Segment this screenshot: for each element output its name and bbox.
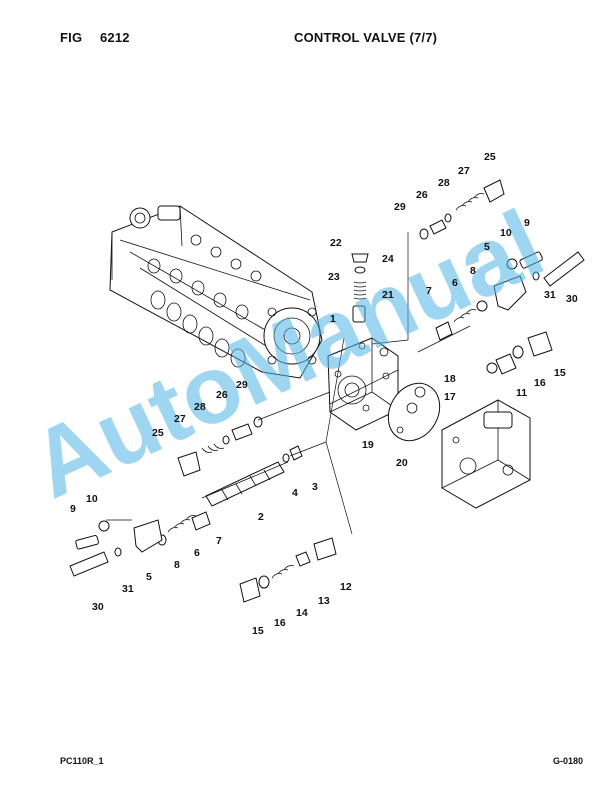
callout: 16 xyxy=(534,377,546,389)
callout: 30 xyxy=(566,293,578,305)
callout: 31 xyxy=(544,289,556,301)
callout: 29 xyxy=(236,379,248,391)
callout: 31 xyxy=(122,583,134,595)
callout: 18 xyxy=(444,373,456,385)
callout: 7 xyxy=(216,535,222,547)
callout: 19 xyxy=(362,439,374,451)
callout: 23 xyxy=(328,271,340,283)
callout: 21 xyxy=(382,289,394,301)
callout: 25 xyxy=(484,151,496,163)
callout: 15 xyxy=(554,367,566,379)
plug-parts-21-24 xyxy=(351,253,369,323)
callout: 1 xyxy=(330,313,336,325)
leader-lines xyxy=(106,232,471,535)
callout: 28 xyxy=(438,177,450,189)
callout: 27 xyxy=(458,165,470,177)
relief-valve-parts-upper-right xyxy=(419,179,585,341)
callout: 3 xyxy=(312,481,318,493)
callout: 10 xyxy=(500,227,512,239)
footer-page-code: G-0180 xyxy=(553,756,584,766)
callout: 14 xyxy=(296,607,308,619)
plug-parts-12-16 xyxy=(239,537,337,603)
callout: 6 xyxy=(452,277,458,289)
callout: 28 xyxy=(194,401,206,413)
callout: 24 xyxy=(382,253,394,265)
relief-valve-parts-left xyxy=(177,416,263,477)
callout: 25 xyxy=(152,427,164,439)
spool-item-2 xyxy=(205,445,303,507)
page-title: CONTROL VALVE (7/7) xyxy=(294,30,438,45)
callout: 10 xyxy=(86,493,98,505)
callout: 26 xyxy=(416,189,428,201)
callout: 8 xyxy=(470,265,476,277)
spool-parts-lower-left xyxy=(69,511,211,577)
plug-parts-11-15-16 xyxy=(486,331,553,375)
callout: 22 xyxy=(330,237,342,249)
callout: 2 xyxy=(258,511,264,523)
callout: 6 xyxy=(194,547,200,559)
footer-model-code: PC110R_1 xyxy=(60,756,104,766)
callout-numbers: 25 27 28 26 29 9 10 5 22 24 23 21 7 6 8 … xyxy=(70,151,578,637)
valve-body-item-1 xyxy=(327,337,399,431)
end-cover xyxy=(441,399,531,509)
figure-number: 6212 xyxy=(100,30,130,45)
callout: 30 xyxy=(92,601,104,613)
callout: 4 xyxy=(292,487,298,499)
callout: 5 xyxy=(484,241,490,253)
callout: 26 xyxy=(216,389,228,401)
callout: 5 xyxy=(146,571,152,583)
figure-label: FIG xyxy=(60,30,83,45)
callout: 16 xyxy=(274,617,286,629)
callout: 9 xyxy=(70,503,76,515)
callout: 29 xyxy=(394,201,406,213)
callout: 9 xyxy=(524,217,530,229)
callout: 8 xyxy=(174,559,180,571)
callout: 20 xyxy=(396,457,408,469)
callout: 27 xyxy=(174,413,186,425)
callout: 13 xyxy=(318,595,330,607)
control-valve-assembly xyxy=(109,205,323,379)
callout: 15 xyxy=(252,625,264,637)
callout: 7 xyxy=(426,285,432,297)
callout: 12 xyxy=(340,581,352,593)
callout: 17 xyxy=(444,391,456,403)
callout: 11 xyxy=(516,387,527,399)
gasket-plate xyxy=(387,382,441,442)
